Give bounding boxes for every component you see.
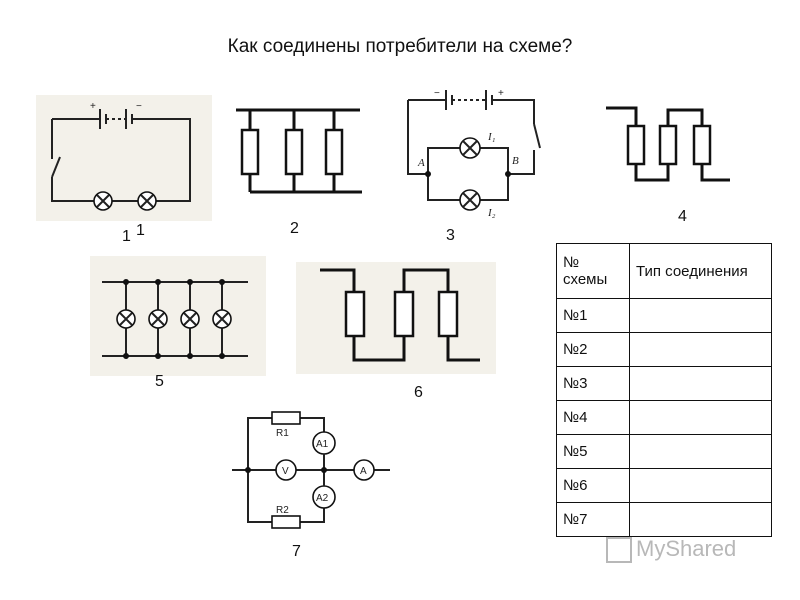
table-row: №4	[556, 400, 772, 435]
diagram-3: A B I₁ I₂ − +	[398, 84, 558, 224]
plus-sign: +	[90, 101, 96, 112]
row-type-cell[interactable]	[629, 468, 772, 503]
diagram-label-4: 4	[678, 208, 687, 225]
diagram-2	[228, 100, 368, 210]
diagram-5	[90, 256, 266, 376]
diagram-7: R1 R2 A1 A2 V A	[226, 408, 396, 538]
voltmeter-label: V	[282, 466, 289, 477]
r2-label: R2	[276, 505, 289, 516]
diagram-label-6: 6	[414, 384, 423, 401]
diagram-6	[296, 262, 496, 374]
diagram-4	[602, 100, 742, 190]
ammeter-a2-label: A2	[316, 493, 329, 504]
diagram-label-1b: 1	[136, 222, 145, 239]
table-header-row: № схемы Тип соединения	[556, 243, 772, 299]
row-type-cell[interactable]	[629, 298, 772, 333]
row-number: №3	[556, 366, 630, 401]
table-row: №6	[556, 468, 772, 503]
diagram-label-3: 3	[446, 227, 455, 244]
minus-sign: −	[434, 88, 440, 99]
header-scheme-number: № схемы	[556, 243, 630, 299]
diagram-label-5: 5	[155, 373, 164, 390]
row-number: №1	[556, 298, 630, 333]
row-number: №4	[556, 400, 630, 435]
row-number: №7	[556, 502, 630, 537]
current-i1: I₁	[487, 131, 496, 143]
slide-title: Как соединены потребители на схеме?	[227, 36, 573, 57]
diagram-1: + −	[36, 95, 212, 221]
plus-sign: +	[498, 88, 504, 99]
presentation-icon	[606, 537, 632, 564]
table-row: №5	[556, 434, 772, 469]
r1-label: R1	[276, 428, 289, 439]
watermark: MyShared	[606, 536, 737, 564]
watermark-text: MyShared	[636, 536, 737, 561]
diagram-label-1: 1	[122, 228, 131, 245]
minus-sign: −	[136, 101, 142, 112]
row-number: №5	[556, 434, 630, 469]
header-connection-type: Тип соединения	[629, 243, 772, 299]
answer-table: № схемы Тип соединения №1 №2 №3 №4 №5 №6…	[556, 243, 772, 537]
diagram-label-2: 2	[290, 220, 299, 237]
current-i2: I₂	[487, 207, 496, 219]
node-a: A	[417, 157, 425, 169]
lamp-branches	[116, 279, 232, 359]
table-row: №3	[556, 366, 772, 401]
row-type-cell[interactable]	[629, 332, 772, 367]
node-b: B	[512, 155, 519, 167]
row-number: №2	[556, 332, 630, 367]
row-type-cell[interactable]	[629, 400, 772, 435]
table-row: №2	[556, 332, 772, 367]
table-row: №1	[556, 298, 772, 333]
row-type-cell[interactable]	[629, 366, 772, 401]
row-type-cell[interactable]	[629, 502, 772, 537]
table-row: №7	[556, 502, 772, 537]
row-type-cell[interactable]	[629, 434, 772, 469]
diagram-label-7: 7	[292, 543, 301, 560]
ammeter-a-label: A	[360, 466, 367, 477]
ammeter-a1-label: A1	[316, 439, 329, 450]
row-number: №6	[556, 468, 630, 503]
